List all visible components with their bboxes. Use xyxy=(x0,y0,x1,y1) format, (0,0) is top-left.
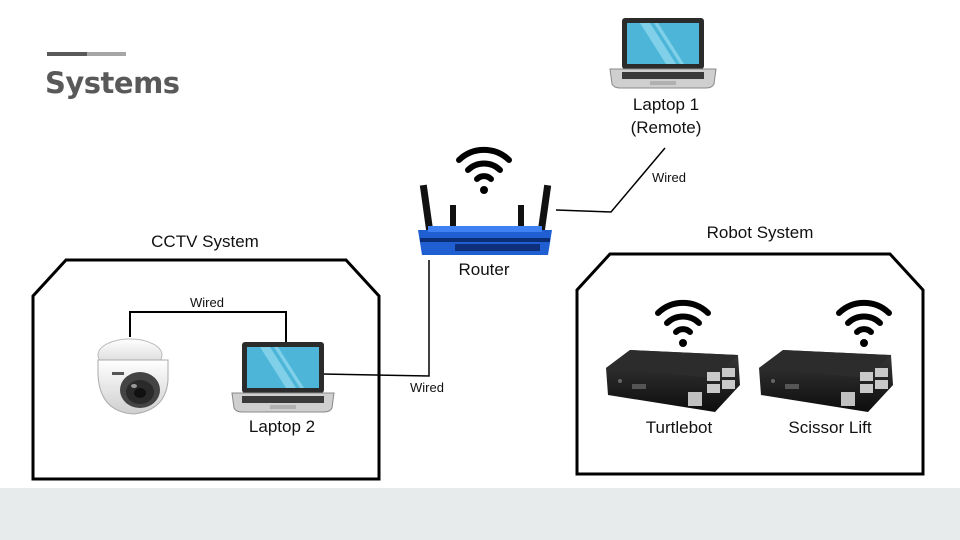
laptop-1-label-line1: Laptop 1 xyxy=(632,95,700,114)
scissor-lift-label: Scissor Lift xyxy=(788,418,872,437)
slide-title: Systems xyxy=(45,66,180,100)
laptop2-router-wire-label: Wired xyxy=(410,380,444,395)
router-wifi-icon xyxy=(459,150,509,194)
turtlebot-raspberry-pi-case-icon xyxy=(606,350,740,412)
cctv-system-label: CCTV System xyxy=(151,232,259,251)
footer-band xyxy=(0,488,960,540)
scissor-lift-raspberry-pi-case-icon xyxy=(759,350,893,412)
title-accent-light xyxy=(87,52,126,56)
turtlebot-label: Turtlebot xyxy=(645,418,713,437)
cctv-system-box xyxy=(31,258,381,481)
title-accent-dark xyxy=(47,52,87,56)
robot-system-box xyxy=(575,252,925,476)
laptop2-router-wire xyxy=(321,260,430,377)
laptop-1-label-line2: (Remote) xyxy=(630,118,702,137)
router-laptop1-wire xyxy=(555,147,666,213)
laptop-1-label: Laptop 1 (Remote) xyxy=(604,93,728,139)
router-icon xyxy=(418,184,552,255)
dome-camera-icon xyxy=(97,338,169,415)
laptop-2-icon xyxy=(231,342,335,413)
turtlebot-wifi-icon xyxy=(658,303,708,347)
router-laptop1-wire-label: Wired xyxy=(652,170,686,185)
camera-laptop2-wire-label: Wired xyxy=(190,295,224,310)
robot-system-label: Robot System xyxy=(706,223,814,242)
laptop-2-label: Laptop 2 xyxy=(248,417,316,436)
laptop-1-icon xyxy=(609,18,717,89)
camera-laptop2-wire xyxy=(129,311,287,344)
router-label: Router xyxy=(458,260,510,279)
scissor-lift-wifi-icon xyxy=(839,303,889,347)
